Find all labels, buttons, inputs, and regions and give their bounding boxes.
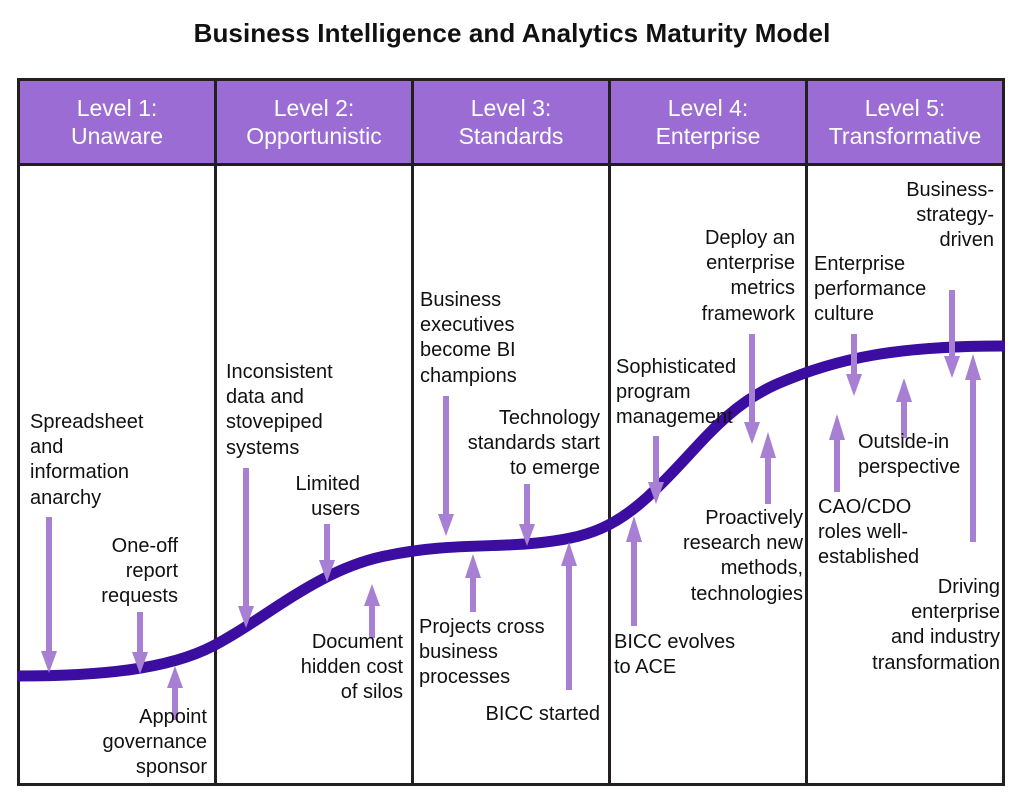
level-header-3: Level 3: Standards (414, 81, 611, 163)
level-header-row: Level 1: Unaware Level 2: Opportunistic … (20, 81, 1002, 163)
level-header-2-line1: Level 2: (273, 94, 355, 121)
arrow-up-projects-cross-business (465, 554, 481, 612)
level-header-1-line2: Unaware (70, 123, 164, 149)
page-title: Business Intelligence and Analytics Matu… (193, 18, 831, 48)
arrow-down-sophisticated-program (648, 436, 664, 504)
note-projects-cross-business-processes: Projects cross business processes (419, 616, 545, 689)
arrow-down-business-strategy-driven (944, 290, 960, 378)
arrow-up-appoint-governance-sponsor (167, 666, 183, 720)
note-bicc-started: BICC started (485, 703, 600, 725)
level-header-5: Level 5: Transformative (808, 81, 1002, 163)
arrow-up-bicc-started (561, 542, 577, 690)
arrow-up-proactively-research (760, 432, 776, 504)
note-bicc-evolves-to-ace: BICC evolves to ACE (614, 631, 736, 679)
level-header-5-line2: Transformative (828, 123, 982, 149)
note-business-executives-bi-champions: Business executives become BI champions (420, 289, 517, 387)
arrow-down-enterprise-performance-culture (846, 334, 862, 396)
note-one-off-report-requests: One-off report requests (101, 535, 178, 608)
note-appoint-governance-sponsor: Appoint governance sponsor (102, 706, 207, 779)
level-header-1: Level 1: Unaware (20, 81, 217, 163)
arrow-up-driving-enterprise-transformation (965, 354, 981, 542)
level-column-5 (808, 163, 1002, 783)
level-header-4-line2: Enterprise (655, 123, 761, 149)
note-driving-enterprise-and-industry-transformation: Driving enterprise and industry transfor… (872, 576, 1000, 674)
level-header-5-line1: Level 5: (864, 94, 946, 121)
note-sophisticated-program-management: Sophisticated program management (616, 356, 737, 429)
arrow-down-technology-standards (519, 484, 535, 546)
note-inconsistent-data: Inconsistent data and stovepiped systems (226, 361, 333, 459)
arrow-down-spreadsheet-anarchy (41, 517, 57, 673)
level-header-3-line2: Standards (458, 123, 564, 149)
note-cao-cdo-roles-well-established: CAO/CDO roles well- established (818, 496, 920, 569)
arrow-down-one-off-reports (132, 612, 148, 674)
note-outside-in-perspective: Outside-in perspective (858, 431, 961, 479)
note-business-strategy-driven: Business- strategy- driven (906, 179, 994, 252)
arrow-down-business-executives (438, 396, 454, 536)
note-limited-users: Limited users (295, 473, 360, 521)
level-header-4: Level 4: Enterprise (611, 81, 808, 163)
arrow-up-bicc-evolves-to-ace (626, 516, 642, 626)
level-header-2: Level 2: Opportunistic (217, 81, 414, 163)
maturity-model-table: Level 1: Unaware Level 2: Opportunistic … (17, 78, 1005, 786)
note-enterprise-performance-culture: Enterprise performance culture (814, 253, 927, 326)
note-technology-standards: Technology standards start to emerge (467, 407, 600, 480)
arrow-up-outside-in-perspective (896, 378, 912, 438)
arrow-up-cao-cdo-roles (829, 414, 845, 492)
level-header-4-line1: Level 4: (667, 94, 749, 121)
arrow-down-deploy-metrics-framework (744, 334, 760, 444)
note-proactively-research-new-methods: Proactively research new methods, techno… (682, 507, 803, 605)
note-spreadsheet-anarchy: Spreadsheet and information anarchy (30, 411, 144, 509)
level-header-3-line1: Level 3: (470, 94, 552, 121)
note-deploy-enterprise-metrics-framework: Deploy an enterprise metrics framework (701, 227, 795, 325)
level-header-2-line2: Opportunistic (246, 123, 382, 149)
arrow-down-inconsistent-data (238, 468, 254, 628)
note-document-hidden-cost-of-silos: Document hidden cost of silos (300, 631, 403, 704)
level-header-1-line1: Level 1: (76, 94, 158, 121)
arrow-up-document-hidden-cost (364, 584, 380, 638)
arrow-down-limited-users (319, 524, 335, 582)
